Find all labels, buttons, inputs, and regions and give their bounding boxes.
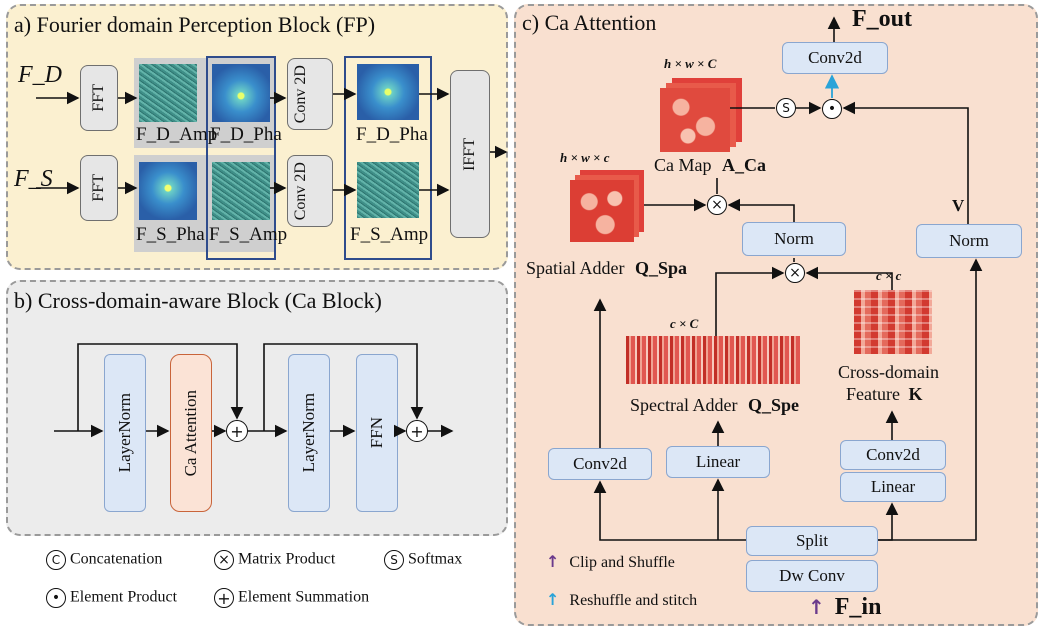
reshuffle-legend: ↑ Reshuffle and stitch bbox=[546, 590, 698, 609]
ffn-box: FFN bbox=[356, 354, 398, 512]
legend-softmax: S Softmax bbox=[384, 550, 462, 570]
f-in-label: ↑ F_in bbox=[808, 594, 882, 620]
cross-domain-heatmap bbox=[854, 290, 932, 354]
output-highlight-box bbox=[344, 56, 432, 260]
dim-hwc-label: h × w × c bbox=[560, 150, 610, 165]
linear-box-right: Linear bbox=[840, 472, 946, 502]
matrix-product-symbol-top: × bbox=[707, 195, 727, 215]
dw-conv-box: Dw Conv bbox=[746, 560, 878, 592]
layernorm-box-2: LayerNorm bbox=[288, 354, 330, 512]
ca-map-stack-front bbox=[660, 88, 730, 152]
input-fs-label: F_S bbox=[14, 166, 53, 192]
spectral-adder-label: Spectral Adder Q_Spe bbox=[630, 395, 799, 415]
phase-highlight-box bbox=[206, 56, 276, 260]
spatial-stack-front bbox=[570, 180, 634, 242]
clip-shuffle-legend: ↑ Clip and Shuffle bbox=[546, 552, 675, 571]
s-pha-label: F_S_Pha bbox=[136, 224, 205, 245]
cross-domain-label-2: Feature K bbox=[846, 384, 923, 404]
norm-box-right: Norm bbox=[916, 224, 1022, 258]
d-pha-out-spectrum bbox=[357, 64, 419, 120]
ifft-box: IFFT bbox=[450, 70, 490, 238]
d-pha-out-label: F_D_Pha bbox=[356, 124, 428, 145]
s-amp-out-spectrum bbox=[357, 162, 419, 218]
element-product-symbol: • bbox=[822, 99, 842, 119]
dim-cc-label: c × c bbox=[876, 268, 902, 283]
legend-element-summation: + Element Summation bbox=[214, 588, 369, 608]
dim-cC-label: c × C bbox=[670, 316, 699, 331]
conv2d-top-box: Conv2d bbox=[782, 42, 888, 74]
conv2d-box-left: Conv2d bbox=[548, 448, 652, 480]
conv2d-box-right: Conv2d bbox=[840, 440, 946, 470]
cross-domain-label-1: Cross-domain bbox=[838, 362, 939, 382]
norm-box-middle: Norm bbox=[742, 222, 846, 256]
summation-symbol-1: + bbox=[226, 420, 248, 442]
s-amp-label: F_S_Amp bbox=[209, 224, 288, 245]
panel-b-ca-block bbox=[6, 280, 508, 536]
fft-box-d: FFT bbox=[80, 65, 118, 131]
ca-map-label: Ca Map A_Ca bbox=[654, 155, 766, 175]
matrix-product-symbol-bottom: × bbox=[785, 263, 805, 283]
s-amp-spectrum bbox=[212, 162, 270, 220]
summation-symbol-2: + bbox=[406, 420, 428, 442]
layernorm-box-1: LayerNorm bbox=[104, 354, 146, 512]
linear-box-middle: Linear bbox=[666, 446, 770, 478]
panel-a-title: a) Fourier domain Perception Block (FP) bbox=[14, 12, 376, 37]
d-amp-label: F_D_Amp bbox=[136, 124, 218, 145]
split-box: Split bbox=[746, 526, 878, 556]
conv2d-box-d: Conv 2D bbox=[287, 58, 333, 130]
panel-c-title: c) Ca Attention bbox=[522, 10, 657, 35]
input-fd-label: F_D bbox=[18, 62, 62, 88]
v-label: V bbox=[952, 196, 965, 215]
legend-matrix-product: × Matrix Product bbox=[214, 550, 335, 570]
d-pha-label: F_D_Pha bbox=[210, 124, 282, 145]
s-amp-out-label: F_S_Amp bbox=[350, 224, 429, 245]
spectral-heatmap bbox=[626, 336, 800, 384]
legend-concatenation: C Concatenation bbox=[46, 550, 162, 570]
spatial-adder-label: Spatial Adder Q_Spa bbox=[526, 258, 688, 278]
panel-b-title: b) Cross-domain-aware Block (Ca Block) bbox=[14, 288, 382, 313]
fft-box-s: FFT bbox=[80, 155, 118, 221]
d-amp-spectrum bbox=[139, 64, 197, 122]
softmax-symbol: S bbox=[776, 98, 796, 118]
s-pha-spectrum bbox=[139, 162, 197, 220]
dim-hwC-label: h × w × C bbox=[664, 56, 717, 71]
d-pha-spectrum bbox=[212, 64, 270, 122]
legend-element-product: • Element Product bbox=[46, 588, 177, 608]
f-out-label: F_out bbox=[852, 6, 912, 32]
conv2d-box-s: Conv 2D bbox=[287, 155, 333, 227]
ca-attention-box: Ca Attention bbox=[170, 354, 212, 512]
